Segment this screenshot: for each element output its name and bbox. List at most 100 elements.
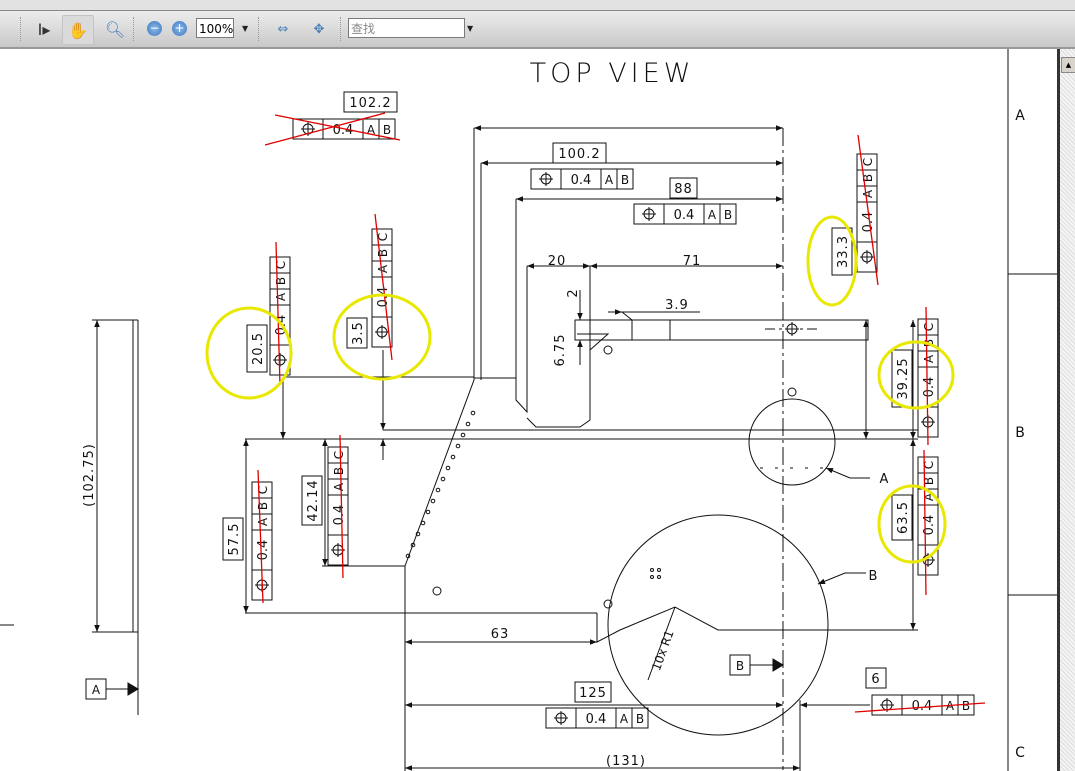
zone-label: C	[1015, 745, 1025, 761]
dimension-lines	[94, 125, 916, 771]
datum-reference: B	[274, 277, 288, 285]
dimension-value: (102.75)	[82, 443, 97, 507]
dimension-value: 6.75	[553, 334, 568, 367]
menu-bar	[0, 0, 1075, 11]
dimension-value: 20.5	[251, 332, 266, 365]
dimension-value: 3.5	[351, 321, 366, 345]
zoom-out-icon[interactable]: −	[147, 21, 162, 36]
hole-icon	[460, 432, 466, 438]
hole-pattern	[405, 410, 476, 559]
search-dropdown-icon[interactable]: ▼	[467, 24, 474, 33]
part-outline	[92, 128, 918, 771]
leader-label-a: A	[880, 472, 889, 487]
datum-reference: A	[605, 173, 614, 187]
title-border	[0, 49, 1057, 771]
dimension-value: 88	[674, 182, 693, 197]
datum-reference: B	[922, 477, 936, 485]
datum-reference: A	[861, 189, 875, 198]
tolerance-value: 0.4	[571, 173, 592, 188]
datum-reference: B	[724, 208, 732, 222]
zoom-dropdown-icon[interactable]: ▼	[242, 24, 249, 33]
hole-icon	[435, 487, 441, 493]
dimension-box	[831, 227, 853, 276]
tolerance-value: 0.4	[332, 505, 347, 526]
zone-label: B	[1015, 425, 1025, 441]
scroll-up-arrow-icon[interactable]: ▲	[1061, 57, 1075, 73]
hole-icon	[425, 509, 431, 515]
select-text-icon[interactable]: I▸	[37, 19, 51, 39]
dimension-box	[891, 494, 913, 541]
datum-reference: A	[708, 208, 717, 222]
datum-reference: A	[274, 292, 288, 301]
dimension-box	[669, 177, 698, 199]
toolbar: I▸ ✋ 🔍︎ − + 100% ▼ ⇔ ✥ 查找 ▼	[0, 11, 1075, 49]
datum-reference: C	[922, 461, 936, 469]
dimension-box	[343, 91, 398, 113]
datum-reference: A	[620, 712, 629, 726]
hole-icon	[410, 542, 416, 548]
red-strike-marks	[257, 112, 986, 713]
toolbar-grip[interactable]	[20, 17, 23, 41]
dimension-box	[346, 317, 368, 349]
zone-label: A	[1015, 108, 1025, 124]
dimension-value: 100.2	[558, 147, 600, 162]
datum-reference: C	[274, 261, 288, 269]
fit-page-icon[interactable]: ✥	[313, 21, 325, 37]
hole-icon	[470, 410, 476, 416]
dimension-box	[301, 475, 323, 526]
dimension-box	[865, 667, 887, 689]
dimension-value: 39.25	[896, 357, 911, 399]
toolbar-separator	[258, 17, 261, 41]
marquee-zoom-icon[interactable]: 🔍︎	[104, 19, 126, 39]
datum-b-label: B	[736, 659, 744, 673]
toolbar-separator	[133, 17, 136, 41]
datum-reference: B	[636, 712, 644, 726]
datum-a-label: A	[92, 683, 101, 697]
hole-icon	[445, 465, 451, 471]
hole-icon	[450, 454, 456, 460]
dimension-value: 20	[548, 254, 567, 269]
toolbar-separator	[340, 17, 343, 41]
fit-width-icon[interactable]: ⇔	[277, 21, 289, 37]
tolerance-value: 0.4	[922, 515, 937, 536]
dimension-box	[222, 517, 244, 561]
datum-reference: A	[367, 123, 376, 137]
dimension-box	[246, 324, 268, 373]
tolerance-value: 0.4	[912, 699, 933, 714]
hole-icon	[440, 476, 446, 482]
zoom-in-icon[interactable]: +	[172, 21, 187, 36]
datum-reference: C	[376, 233, 390, 241]
dimension-value: 63	[491, 627, 510, 642]
datum-reference: B	[383, 123, 391, 137]
dimension-value: 42.14	[306, 479, 321, 521]
datum-reference: C	[861, 158, 875, 166]
dimension-box	[574, 681, 612, 703]
datum-b	[729, 654, 784, 676]
hole-icon	[465, 421, 471, 427]
hole-icon	[405, 553, 411, 559]
datum-reference: C	[256, 486, 270, 494]
tolerance-value: 0.4	[376, 287, 391, 308]
datum-reference: A	[332, 482, 346, 491]
search-input[interactable]: 查找	[348, 18, 465, 38]
dimension-value: 33.3	[836, 235, 851, 268]
datum-reference: C	[332, 451, 346, 459]
leader-label-b: B	[869, 569, 878, 584]
datum-reference: B	[962, 699, 970, 713]
dimension-value: 125	[579, 686, 607, 701]
dimension-box	[552, 142, 607, 164]
dimension-value: (131)	[606, 754, 646, 769]
vertical-scrollbar[interactable]: ▲	[1057, 49, 1075, 771]
hand-tool-icon[interactable]: ✋	[62, 15, 94, 45]
hole-icon	[415, 531, 421, 537]
zoom-level-input[interactable]: 100%	[196, 18, 234, 38]
datum-reference: A	[922, 354, 936, 363]
datum-reference: A	[376, 264, 390, 273]
hole-icon	[430, 498, 436, 504]
